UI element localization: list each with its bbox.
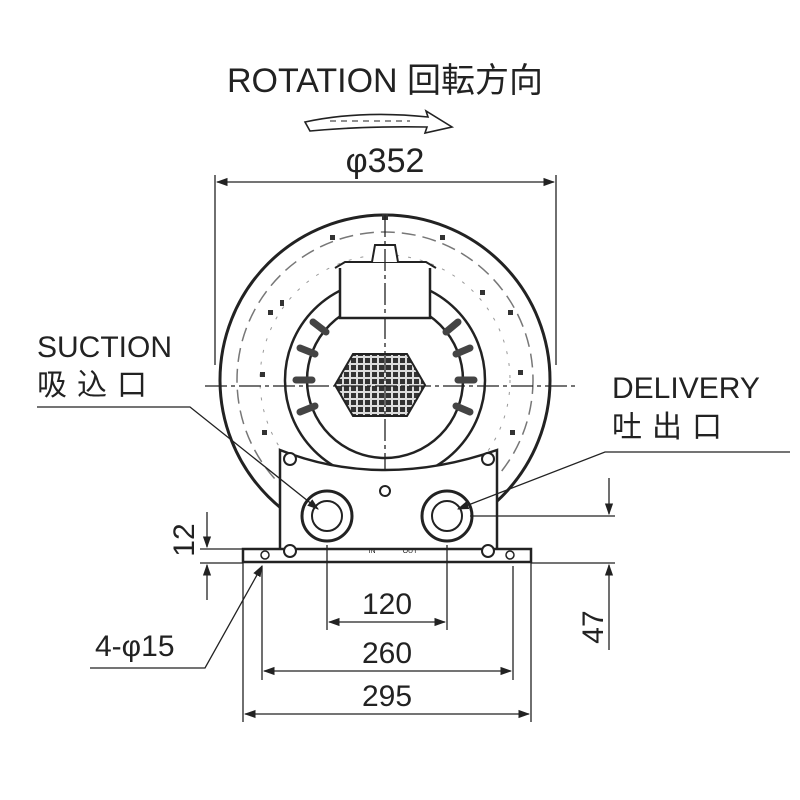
diameter-value: φ352 — [346, 142, 425, 180]
delivery-label: DELIVERY — [612, 372, 760, 405]
holes-label: 4-φ15 — [95, 630, 175, 663]
bolt-spacing-value: 260 — [362, 637, 412, 670]
suction-label-jp: 吸込口 — [37, 369, 157, 402]
suction-port — [300, 489, 354, 543]
diameter-dimension — [214, 175, 557, 365]
suction-label: SUCTION — [37, 331, 172, 364]
base-thickness-value: 12 — [168, 523, 201, 556]
horizontal-dimensions — [242, 545, 532, 722]
delivery-label-jp: 吐出口 — [612, 411, 732, 444]
port-height-value: 47 — [577, 610, 610, 643]
port-out-label: OUT — [403, 548, 419, 555]
base-thickness-dimension — [200, 512, 260, 600]
port-spacing-value: 120 — [362, 588, 412, 621]
port-height-dimension — [470, 478, 615, 650]
delivery-port — [420, 489, 474, 543]
port-in-label: IN — [369, 548, 376, 555]
base-width-value: 295 — [362, 680, 412, 713]
rotation-arrow — [303, 109, 455, 135]
rotation-label: ROTATION 回転方向 — [227, 62, 543, 100]
